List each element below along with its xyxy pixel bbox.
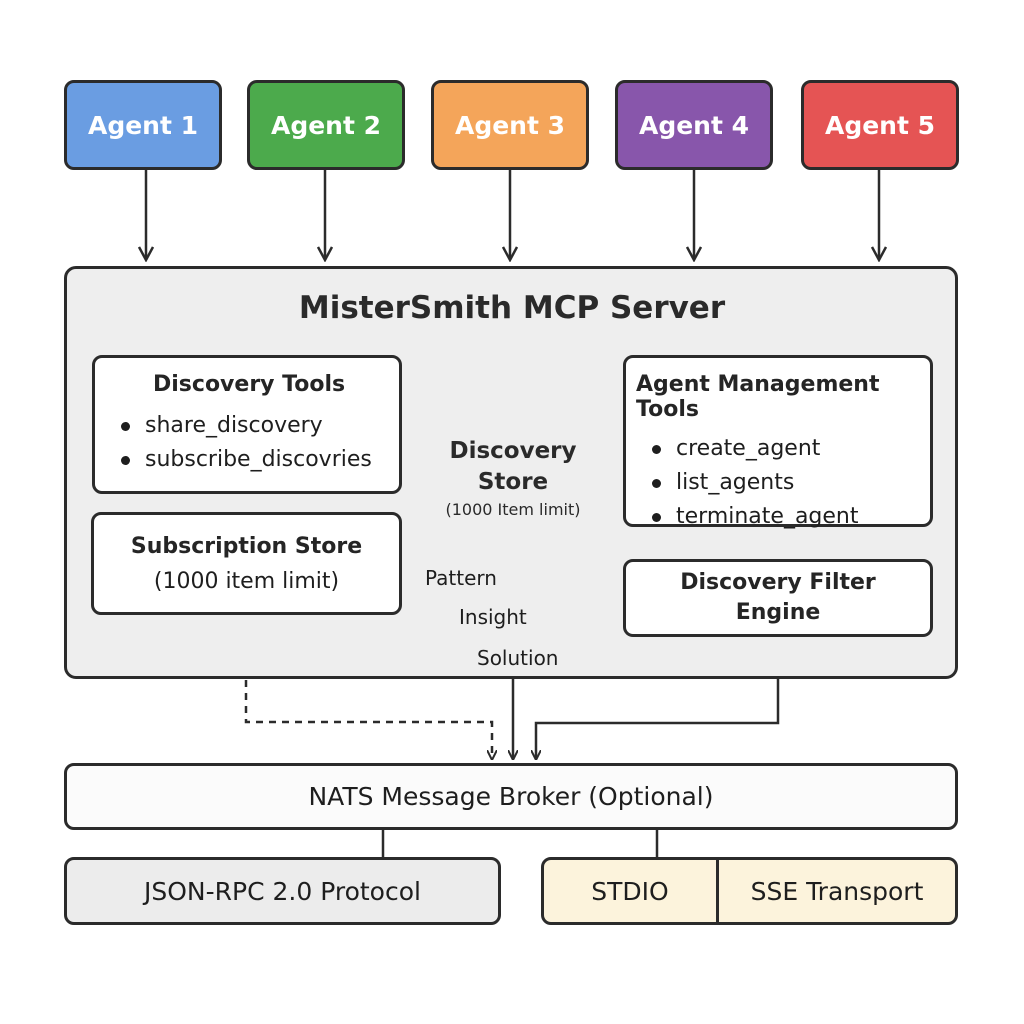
nats-broker-label: NATS Message Broker (Optional) (308, 782, 714, 811)
json-rpc-label: JSON-RPC 2.0 Protocol (144, 876, 421, 906)
discovery-store-title: Discovery Store (432, 436, 594, 498)
agent-5-box[interactable]: Agent 5 (801, 80, 959, 170)
sse-transport-cell[interactable]: SSE Transport (719, 860, 955, 922)
agent-management-tools-box[interactable]: Agent Management Tools create_agent list… (623, 355, 933, 529)
transport-group-box: STDIO SSE Transport (541, 857, 958, 925)
tool-subscribe-discoveries: subscribe_discovries (119, 443, 372, 477)
server-title: MisterSmith MCP Server (298, 290, 726, 326)
agent-2-box[interactable]: Agent 2 (247, 80, 405, 170)
agent-2-label: Agent 2 (270, 110, 382, 140)
subscription-store-box[interactable]: Subscription Store (1000 item limit) (91, 512, 402, 615)
tool-create-agent: create_agent (650, 432, 859, 466)
nats-message-broker-box[interactable]: NATS Message Broker (Optional) (64, 763, 958, 830)
flow-label-solution: Solution (477, 646, 559, 670)
agent-4-label: Agent 4 (638, 110, 750, 140)
filter-to-broker-arrow (536, 637, 780, 758)
discovery-tools-title: Discovery Tools (153, 372, 346, 397)
filter-engine-title-line1: Discovery Filter (680, 570, 876, 595)
agent-management-tools-list: create_agent list_agents terminate_agent (650, 432, 859, 534)
discovery-store-title-line2: Store (477, 469, 549, 495)
discovery-store-limit: (1000 Item limit) (445, 500, 581, 519)
tool-terminate-agent: terminate_agent (650, 500, 859, 534)
agent-3-box[interactable]: Agent 3 (431, 80, 589, 170)
discovery-filter-engine-box[interactable]: Discovery Filter Engine (623, 559, 933, 637)
filter-engine-title-line2: Engine (735, 600, 821, 625)
stdio-label: STDIO (591, 876, 669, 906)
tool-share-discovery: share_discovery (119, 409, 372, 443)
agent-3-label: Agent 3 (454, 110, 566, 140)
subscription-store-title: Subscription Store (130, 533, 363, 559)
flow-label-insight: Insight (459, 605, 527, 629)
agent-1-label: Agent 1 (87, 110, 199, 140)
discovery-tools-box[interactable]: Discovery Tools share_discovery subscrib… (92, 355, 402, 494)
sse-label: SSE Transport (750, 876, 924, 906)
agent-1-box[interactable]: Agent 1 (64, 80, 222, 170)
stdio-transport-cell[interactable]: STDIO (544, 860, 719, 922)
agent-4-box[interactable]: Agent 4 (615, 80, 773, 170)
subscription-store-limit: (1000 item limit) (153, 568, 340, 594)
discovery-store-title-line1: Discovery (449, 438, 577, 464)
discovery-tools-list: share_discovery subscribe_discovries (119, 409, 372, 477)
json-rpc-protocol-box[interactable]: JSON-RPC 2.0 Protocol (64, 857, 501, 925)
tool-list-agents: list_agents (650, 466, 859, 500)
agent-5-label: Agent 5 (824, 110, 936, 140)
flow-label-pattern: Pattern (425, 566, 497, 590)
agent-management-tools-title: Agent Management Tools (636, 372, 880, 422)
